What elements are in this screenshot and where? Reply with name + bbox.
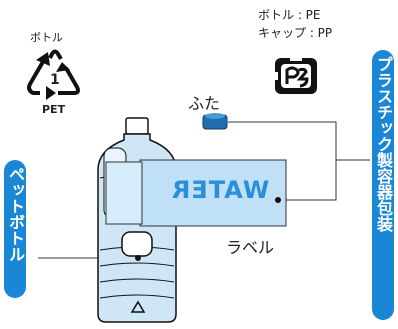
pet-code: 1 xyxy=(50,72,60,88)
material-cap-line: キャップ : PP xyxy=(258,26,333,40)
pill-pet-bottle-text: ペットボトル xyxy=(6,166,25,262)
pill-plastic-packaging: プラスチック製容器包装 xyxy=(372,50,394,320)
material-bottle-line: ボトル : PE xyxy=(258,8,321,22)
pill-plastic-packaging-text: プラスチック製容器包装 xyxy=(374,56,393,232)
label-caption: ラベル xyxy=(226,238,275,257)
cap-icon xyxy=(202,113,228,130)
bottle-label-top: ボトル xyxy=(30,31,63,44)
label-band xyxy=(105,159,287,227)
recycle-pet-icon xyxy=(27,49,80,95)
pet-label: PET xyxy=(42,103,66,116)
pla-mark-icon xyxy=(272,55,317,94)
pill-pet-bottle: ペットボトル xyxy=(4,160,26,298)
futa-label: ふた xyxy=(188,94,221,113)
connector-cap xyxy=(228,121,337,201)
water-text: WATER xyxy=(170,176,270,204)
